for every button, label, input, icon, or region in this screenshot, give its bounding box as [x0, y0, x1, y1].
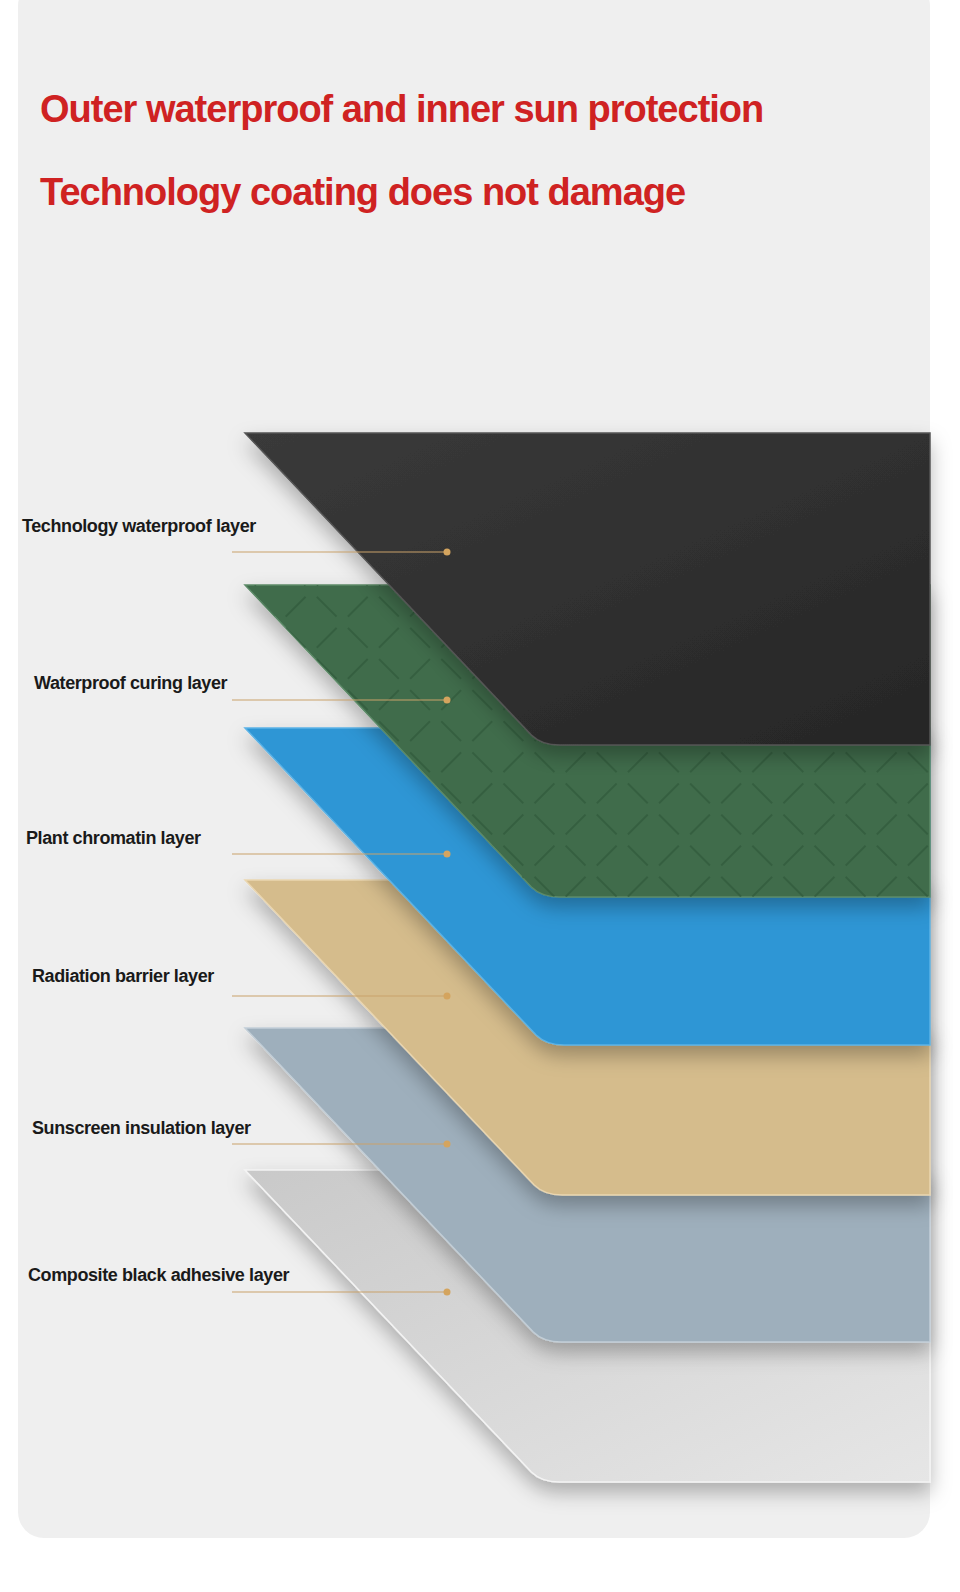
material-layer — [245, 433, 930, 745]
leader-dot — [444, 697, 451, 704]
layer-label: Sunscreen insulation layer — [32, 1118, 251, 1139]
leader-line — [232, 853, 447, 854]
layer-label: Radiation barrier layer — [32, 966, 214, 987]
panel — [18, 0, 930, 1538]
layer-label: Plant chromatin layer — [26, 828, 201, 849]
heading: Outer waterproof and inner sun protectio… — [40, 68, 940, 234]
leader-dot — [444, 851, 451, 858]
leader-dot — [444, 549, 451, 556]
leader-dot — [444, 1289, 451, 1296]
leader-line — [232, 995, 447, 996]
leader-line — [232, 551, 447, 552]
leader-line — [232, 1291, 447, 1292]
layer-label: Composite black adhesive layer — [28, 1265, 289, 1286]
leader-dot — [444, 993, 451, 1000]
layer-label: Technology waterproof layer — [22, 516, 256, 537]
leader-line — [232, 699, 447, 700]
layer-label: Waterproof curing layer — [34, 673, 227, 694]
leader-line — [232, 1143, 447, 1144]
leader-dot — [444, 1141, 451, 1148]
